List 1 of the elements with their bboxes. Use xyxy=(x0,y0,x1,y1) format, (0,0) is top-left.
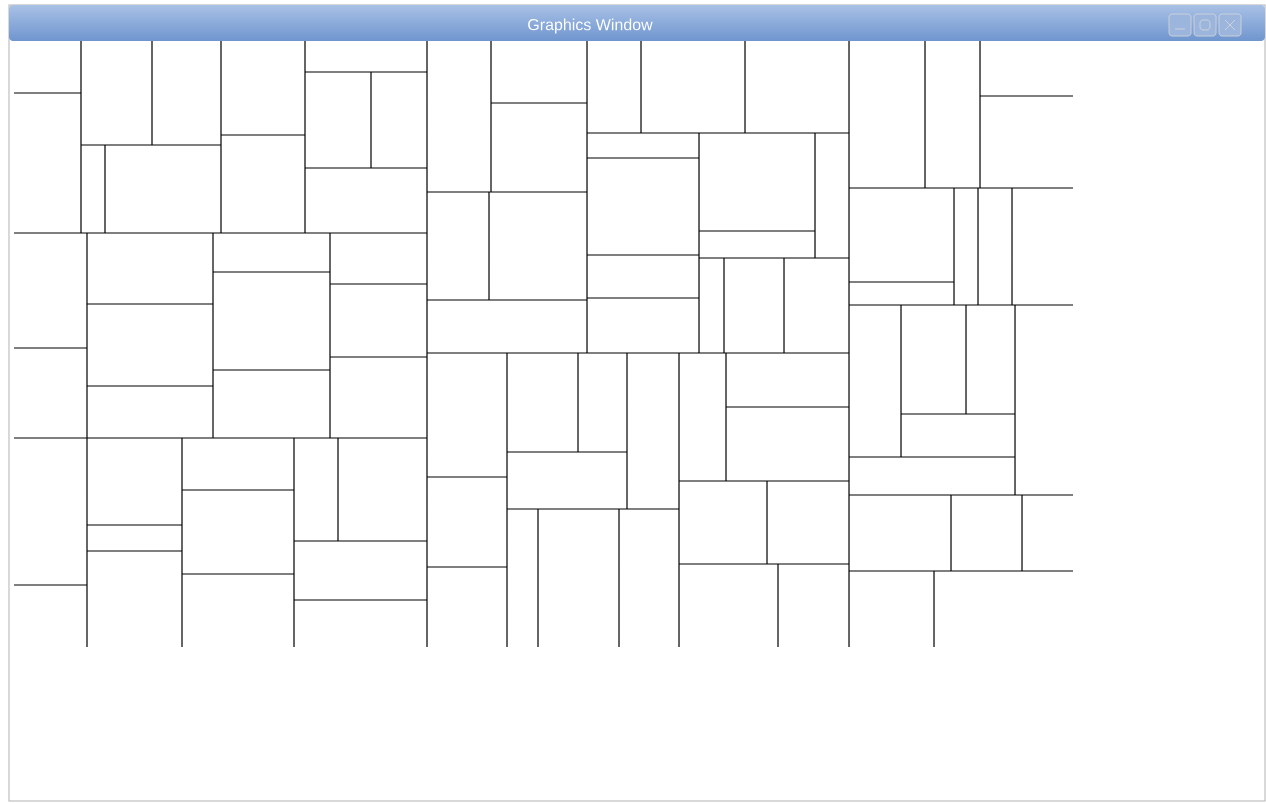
window-title: Graphics Window xyxy=(528,18,653,34)
